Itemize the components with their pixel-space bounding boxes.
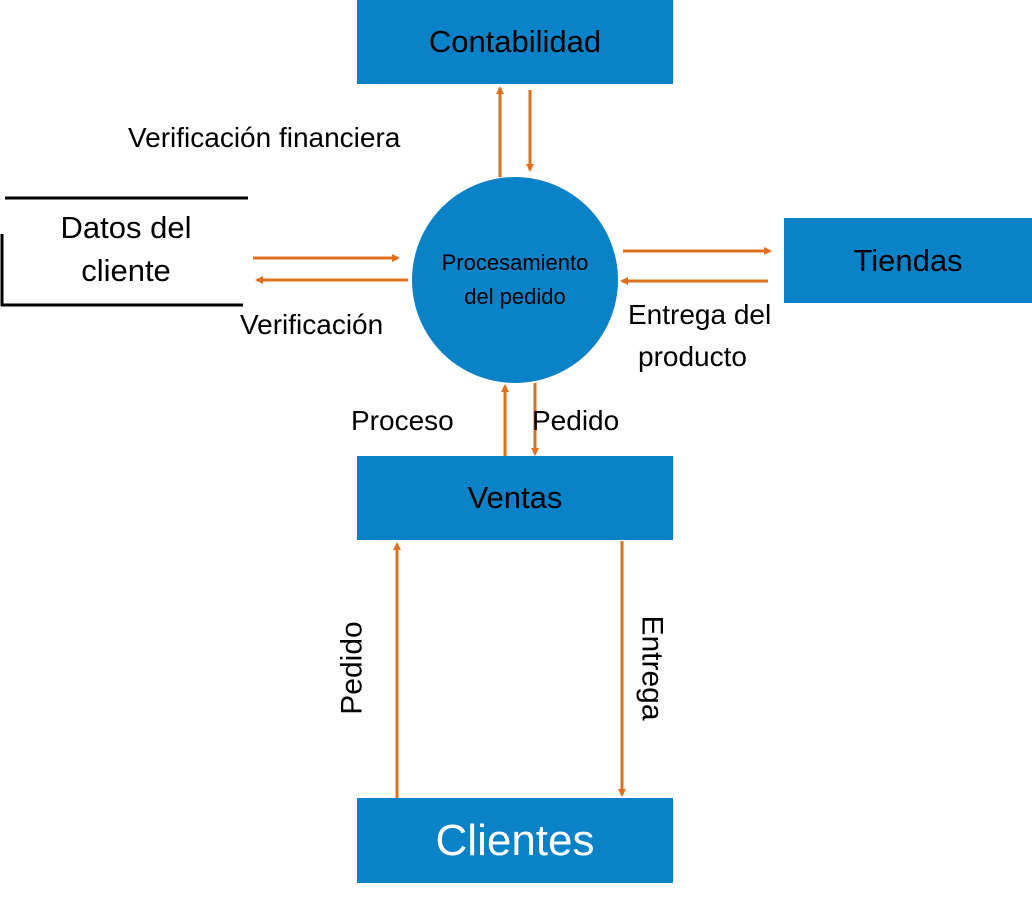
ventas-box: Ventas [357, 456, 673, 540]
flow-pedido-top: Pedido [532, 405, 620, 436]
contabilidad-box: Contabilidad [357, 0, 673, 84]
process-circle [412, 177, 618, 383]
process-label: Procesamiento del pedido [441, 250, 589, 309]
flow-verificacion: Verificación [240, 309, 384, 340]
flow-entrega: Entrega [635, 615, 669, 721]
flow-entrega-producto: Entrega del producto [628, 299, 772, 372]
flow-proceso: Proceso [351, 405, 454, 436]
ventas-label: Ventas [467, 480, 563, 515]
flow-verificacion-financiera: Verificación financiera [128, 122, 401, 153]
clientes-label: Clientes [435, 815, 595, 865]
contabilidad-label: Contabilidad [428, 24, 602, 59]
datastore-label: Datos del cliente [60, 210, 192, 288]
tiendas-label: Tiendas [853, 242, 963, 278]
flow-pedido-left: Pedido [335, 621, 369, 715]
datastore-outline [0, 196, 248, 307]
clientes-box: Clientes [357, 798, 673, 883]
tiendas-box: Tiendas [784, 218, 1032, 303]
